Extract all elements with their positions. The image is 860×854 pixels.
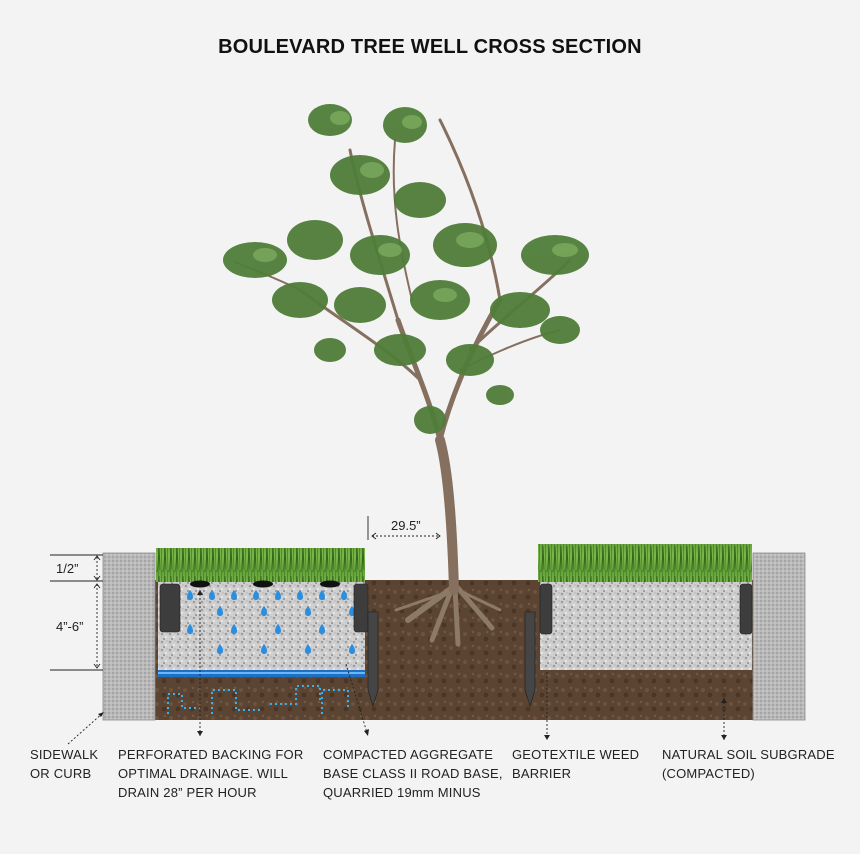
sidewalk-curb-left (102, 552, 156, 721)
water-drop (187, 590, 193, 600)
dimension-lines (50, 516, 441, 671)
label-compacted-aggregate: COMPACTED AGGREGATE BASE CLASS II ROAD B… (323, 747, 503, 800)
label-geotextile-barrier: GEOTEXTILE WEED BARRIER (512, 747, 640, 781)
water-drop (275, 590, 281, 600)
water-drop (305, 644, 311, 654)
water-drop (231, 590, 237, 600)
water-drop (217, 644, 223, 654)
tree-canopy (223, 104, 589, 434)
water-drop (187, 624, 193, 634)
tree-canopy-highlights (253, 111, 578, 302)
water-drop (261, 644, 267, 654)
edging-stakes (367, 611, 536, 708)
perforation-holes (190, 580, 340, 588)
grass-turf-left (156, 548, 365, 582)
label-natural-soil-subgrade: NATURAL SOIL SUBGRADE (COMPACTED) (662, 747, 835, 781)
water-drop (319, 590, 325, 600)
edging-blocks (159, 583, 753, 635)
water-drops (187, 590, 355, 654)
drainage-path-dotted (167, 685, 349, 714)
water-drop (297, 590, 303, 600)
water-drop (305, 606, 311, 616)
dimension-gap: 29.5” (391, 518, 421, 533)
diagram-title: BOULEVARD TREE WELL CROSS SECTION (218, 36, 642, 58)
label-sidewalk: SIDEWALK OR CURB (30, 747, 99, 781)
water-drop (341, 590, 347, 600)
dimension-depth: 4”-6” (56, 619, 84, 634)
water-drop (253, 590, 259, 600)
dimension-top-layer: 1/2” (56, 561, 79, 576)
tree-roots (394, 585, 502, 647)
water-drop (261, 606, 267, 616)
water-drop (209, 590, 215, 600)
grass-turf-right (538, 544, 752, 582)
water-drop (231, 624, 237, 634)
water-drop (349, 606, 355, 616)
water-drop (275, 624, 281, 634)
leader-arrowheads (98, 590, 727, 740)
sidewalk-curb-right (752, 552, 806, 721)
water-drop (349, 644, 355, 654)
water-drop (319, 624, 325, 634)
leader-lines (67, 590, 725, 745)
aggregate-bed-right (540, 582, 752, 670)
label-perforated-backing: PERFORATED BACKING FOR OPTIMAL DRAINAGE.… (118, 747, 304, 800)
water-drop (217, 606, 223, 616)
